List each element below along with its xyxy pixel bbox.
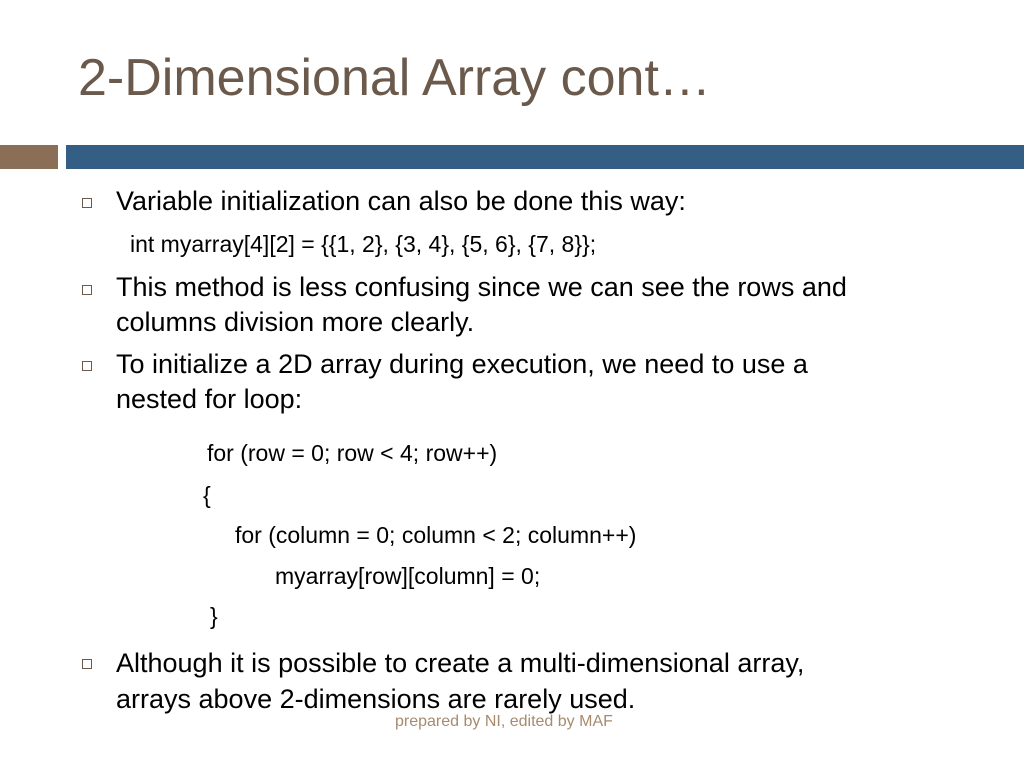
bullet-square-icon xyxy=(82,198,92,208)
code-line-close-brace: } xyxy=(210,603,218,629)
code-line-assignment: myarray[row][column] = 0; xyxy=(275,563,541,589)
bullet-square-icon xyxy=(82,361,92,371)
bullet-3-line-2: nested for loop: xyxy=(116,384,303,414)
bullet-2-line-2: columns division more clearly. xyxy=(116,307,475,337)
code-line-outer-for: for (row = 0; row < 4; row++) xyxy=(207,440,498,466)
bullet-3-line-1: To initialize a 2D array during executio… xyxy=(116,349,808,379)
slide-title: 2-Dimensional Array cont… xyxy=(78,49,711,107)
code-line-inner-for: for (column = 0; column < 2; column++) xyxy=(235,522,637,548)
bullet-4-line-2: arrays above 2-dimensions are rarely use… xyxy=(116,684,636,714)
bullet-1-code: int myarray[4][2] = {{1, 2}, {3, 4}, {5,… xyxy=(130,231,597,257)
bullet-4-line-1: Although it is possible to create a mult… xyxy=(116,648,805,678)
footer-credit: prepared by NI, edited by MAF xyxy=(395,713,613,730)
bullet-1-text: Variable initialization can also be done… xyxy=(116,186,686,216)
bullet-square-icon xyxy=(82,285,92,295)
header-band xyxy=(66,145,1024,169)
bullet-square-icon xyxy=(82,659,92,669)
header-band-accent xyxy=(0,145,58,169)
bullet-2-line-1: This method is less confusing since we c… xyxy=(116,272,847,302)
code-line-open-brace: { xyxy=(203,482,211,508)
